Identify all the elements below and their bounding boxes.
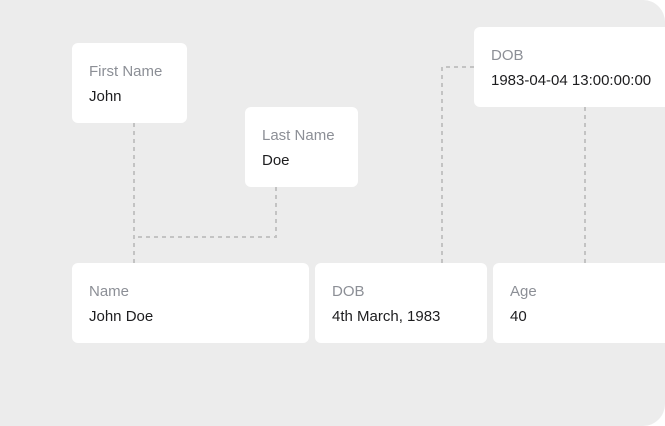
connector-dob-raw-to-dob xyxy=(441,66,474,263)
dob-card[interactable]: DOB 4th March, 1983 xyxy=(315,263,487,343)
dob-raw-label: DOB xyxy=(491,47,524,64)
dob-label: DOB xyxy=(332,283,365,300)
name-value: John Doe xyxy=(89,308,154,325)
dob-raw-card[interactable]: DOB 1983-04-04 13:00:00:00 xyxy=(474,27,665,107)
first-name-card[interactable]: First Name John xyxy=(72,43,187,123)
last-name-value: Doe xyxy=(262,152,290,169)
first-name-value: John xyxy=(89,88,122,105)
name-label: Name xyxy=(89,283,130,300)
age-value: 40 xyxy=(510,308,527,325)
last-name-label: Last Name xyxy=(262,127,335,144)
first-name-label: First Name xyxy=(89,63,163,80)
dob-raw-value: 1983-04-04 13:00:00:00 xyxy=(491,72,652,89)
age-card[interactable]: Age 40 xyxy=(493,263,665,343)
name-card[interactable]: Name John Doe xyxy=(72,263,309,343)
connector-last-name-to-name xyxy=(134,187,277,238)
dob-value: 4th March, 1983 xyxy=(332,308,441,325)
age-label: Age xyxy=(510,283,537,300)
last-name-card[interactable]: Last Name Doe xyxy=(245,107,358,187)
